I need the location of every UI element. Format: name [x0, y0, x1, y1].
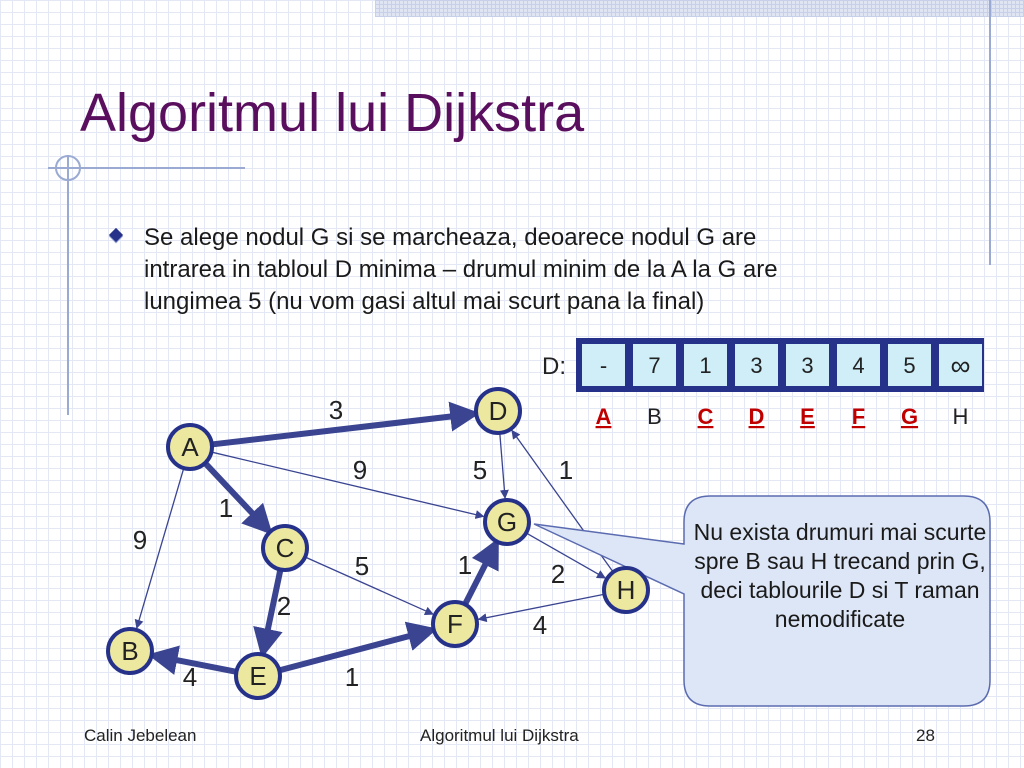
table-cell-C: [684, 344, 727, 386]
edge-C-E: [253, 568, 284, 659]
node-circle-B: [106, 627, 154, 675]
callout-shape: [533, 495, 991, 707]
graph-nodes: A B C D E F G H: [106, 387, 650, 700]
edge-weight-H-F: 4: [533, 610, 547, 640]
node-label-F: F: [447, 609, 463, 639]
table-cell-E: [786, 344, 829, 386]
table-node-label-C: C: [698, 404, 714, 429]
table-cell-value-F: 4: [852, 353, 864, 378]
table-cell-A: [582, 344, 625, 386]
graph-node-C: C: [261, 524, 309, 572]
table-node-label-G: G: [901, 404, 918, 429]
table-node-label-A: A: [596, 404, 612, 429]
table-cell-B: [633, 344, 676, 386]
table-cell-value-H: ∞: [951, 350, 971, 381]
edge-weight-D-G: 5: [473, 455, 487, 485]
table-cell-value-A: -: [600, 353, 607, 378]
node-label-C: C: [276, 533, 295, 563]
node-circle-A: [166, 423, 214, 471]
node-label-E: E: [249, 661, 266, 691]
slide-title: Algoritmul lui Dijkstra: [80, 83, 585, 143]
table-node-label-D: D: [749, 404, 765, 429]
node-circle-C: [261, 524, 309, 572]
edge-E-F: [278, 621, 438, 674]
graph-node-G: G: [483, 498, 531, 546]
edge-A-C: [202, 460, 273, 535]
node-label-H: H: [617, 575, 636, 605]
node-circle-G: [483, 498, 531, 546]
table-node-label-F: F: [852, 404, 865, 429]
edge-C-F: [304, 556, 434, 616]
footer-title: Algoritmul lui Dijkstra: [420, 726, 579, 745]
edge-H-F: [477, 593, 605, 623]
node-label-D: D: [489, 396, 508, 426]
callout-bubble: [533, 495, 991, 707]
node-circle-D: [474, 387, 522, 435]
table-cell-D: [735, 344, 778, 386]
edge-G-H: [525, 532, 606, 579]
table-cell-G: [888, 344, 931, 386]
edge-weight-E-F: 1: [345, 662, 359, 692]
edge-weight-E-B: 4: [183, 662, 197, 692]
table-cell-value-G: 5: [903, 353, 915, 378]
edge-A-D: [211, 401, 481, 448]
node-circle-F: [431, 600, 479, 648]
edge-E-B: [147, 645, 237, 675]
table-node-label-H: H: [953, 404, 969, 429]
rule-crosshair-circle: [55, 155, 81, 181]
top-decorative-band: [375, 0, 1024, 17]
node-circle-H: [602, 566, 650, 614]
graph-node-D: D: [474, 387, 522, 435]
edge-weight-C-E: 2: [277, 591, 291, 621]
table-cell-value-D: 3: [750, 353, 762, 378]
node-label-G: G: [497, 507, 517, 537]
edge-D-G: [499, 432, 509, 499]
edge-weight-C-F: 5: [355, 551, 369, 581]
callout-text: Nu exista drumuri mai scurte spre B sau …: [693, 519, 987, 632]
graph-node-A: A: [166, 423, 214, 471]
edge-weight-A-G: 9: [353, 455, 367, 485]
bullet-text: Se alege nodul G si se marcheaza, deoare…: [144, 224, 778, 315]
edge-F-G: [462, 538, 499, 606]
graph-node-H: H: [602, 566, 650, 614]
edge-weight-G-H: 2: [551, 559, 565, 589]
graph-edges: [134, 401, 614, 675]
table-cell-value-C: 1: [699, 353, 711, 378]
graph-node-F: F: [431, 600, 479, 648]
edge-A-G: [211, 451, 485, 519]
edge-weight-F-G: 1: [458, 550, 472, 580]
edge-weight-H-D: 1: [559, 455, 573, 485]
edge-weight-A-C: 1: [219, 493, 233, 523]
table-cell-F: [837, 344, 880, 386]
graph-node-B: B: [106, 627, 154, 675]
edge-weight-A-B: 9: [133, 525, 147, 555]
node-label-B: B: [121, 636, 138, 666]
footer-author: Calin Jebelean: [84, 726, 197, 745]
node-label-A: A: [181, 432, 199, 462]
node-circle-E: [234, 652, 282, 700]
table-cell-value-E: 3: [801, 353, 813, 378]
edge-A-B: [134, 467, 185, 629]
table-row-label: D:: [542, 353, 566, 380]
table-cell-value-B: 7: [648, 353, 660, 378]
table-node-label-E: E: [800, 404, 815, 429]
edge-weight-A-D: 3: [329, 395, 343, 425]
graph-node-E: E: [234, 652, 282, 700]
footer-page-number: 28: [916, 726, 935, 745]
table-cell-H: [939, 344, 982, 386]
table-node-label-B: B: [647, 404, 662, 429]
distance-table: D: - A 7B 1C 3D 3E 4F 5G ∞ H: [542, 338, 984, 429]
